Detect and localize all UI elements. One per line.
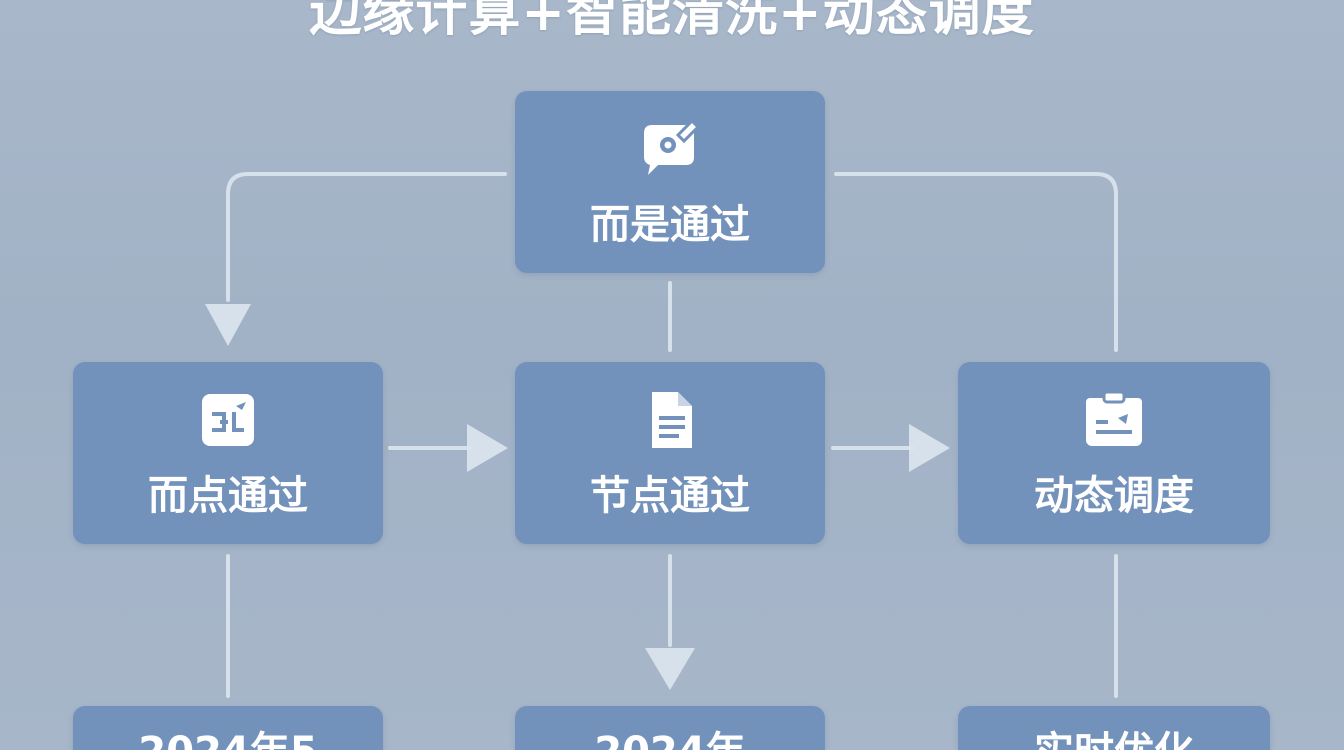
- node-top-label: 而是通过: [590, 202, 750, 248]
- node-bottom-left: 2024年5: [73, 706, 383, 750]
- node-bottom-left-label: 2024年5: [73, 728, 383, 750]
- diagram-title: 边缘计算+智能清洗+动态调度: [309, 0, 1035, 43]
- node-bottom-center-label: 2024年: [515, 728, 825, 750]
- chat-bubble-pen-icon: [644, 118, 701, 175]
- node-center-label: 节点通过: [590, 473, 750, 519]
- document-icon: [652, 392, 692, 448]
- arrowhead-down-center: [645, 648, 695, 690]
- arrowhead-down-left: [205, 304, 251, 346]
- dashboard-window-icon: [1086, 390, 1142, 446]
- node-center: 节点通过: [515, 362, 825, 544]
- node-bottom-right: 实时优化: [958, 706, 1270, 750]
- node-right-label: 动态调度: [1034, 473, 1194, 519]
- arrowhead-right-right: [909, 424, 950, 472]
- edit-panel-icon: [202, 394, 254, 446]
- connector-top-to-right: [834, 172, 1118, 352]
- arrowhead-right-center: [467, 424, 508, 472]
- node-left-label: 而点通过: [148, 473, 308, 519]
- node-left: 而点通过: [73, 362, 383, 544]
- node-bottom-right-label: 实时优化: [958, 728, 1270, 750]
- node-top: 而是通过: [515, 91, 825, 273]
- node-right: 动态调度: [958, 362, 1270, 544]
- connector-top-to-left: [226, 172, 507, 302]
- node-bottom-center: 2024年: [515, 706, 825, 750]
